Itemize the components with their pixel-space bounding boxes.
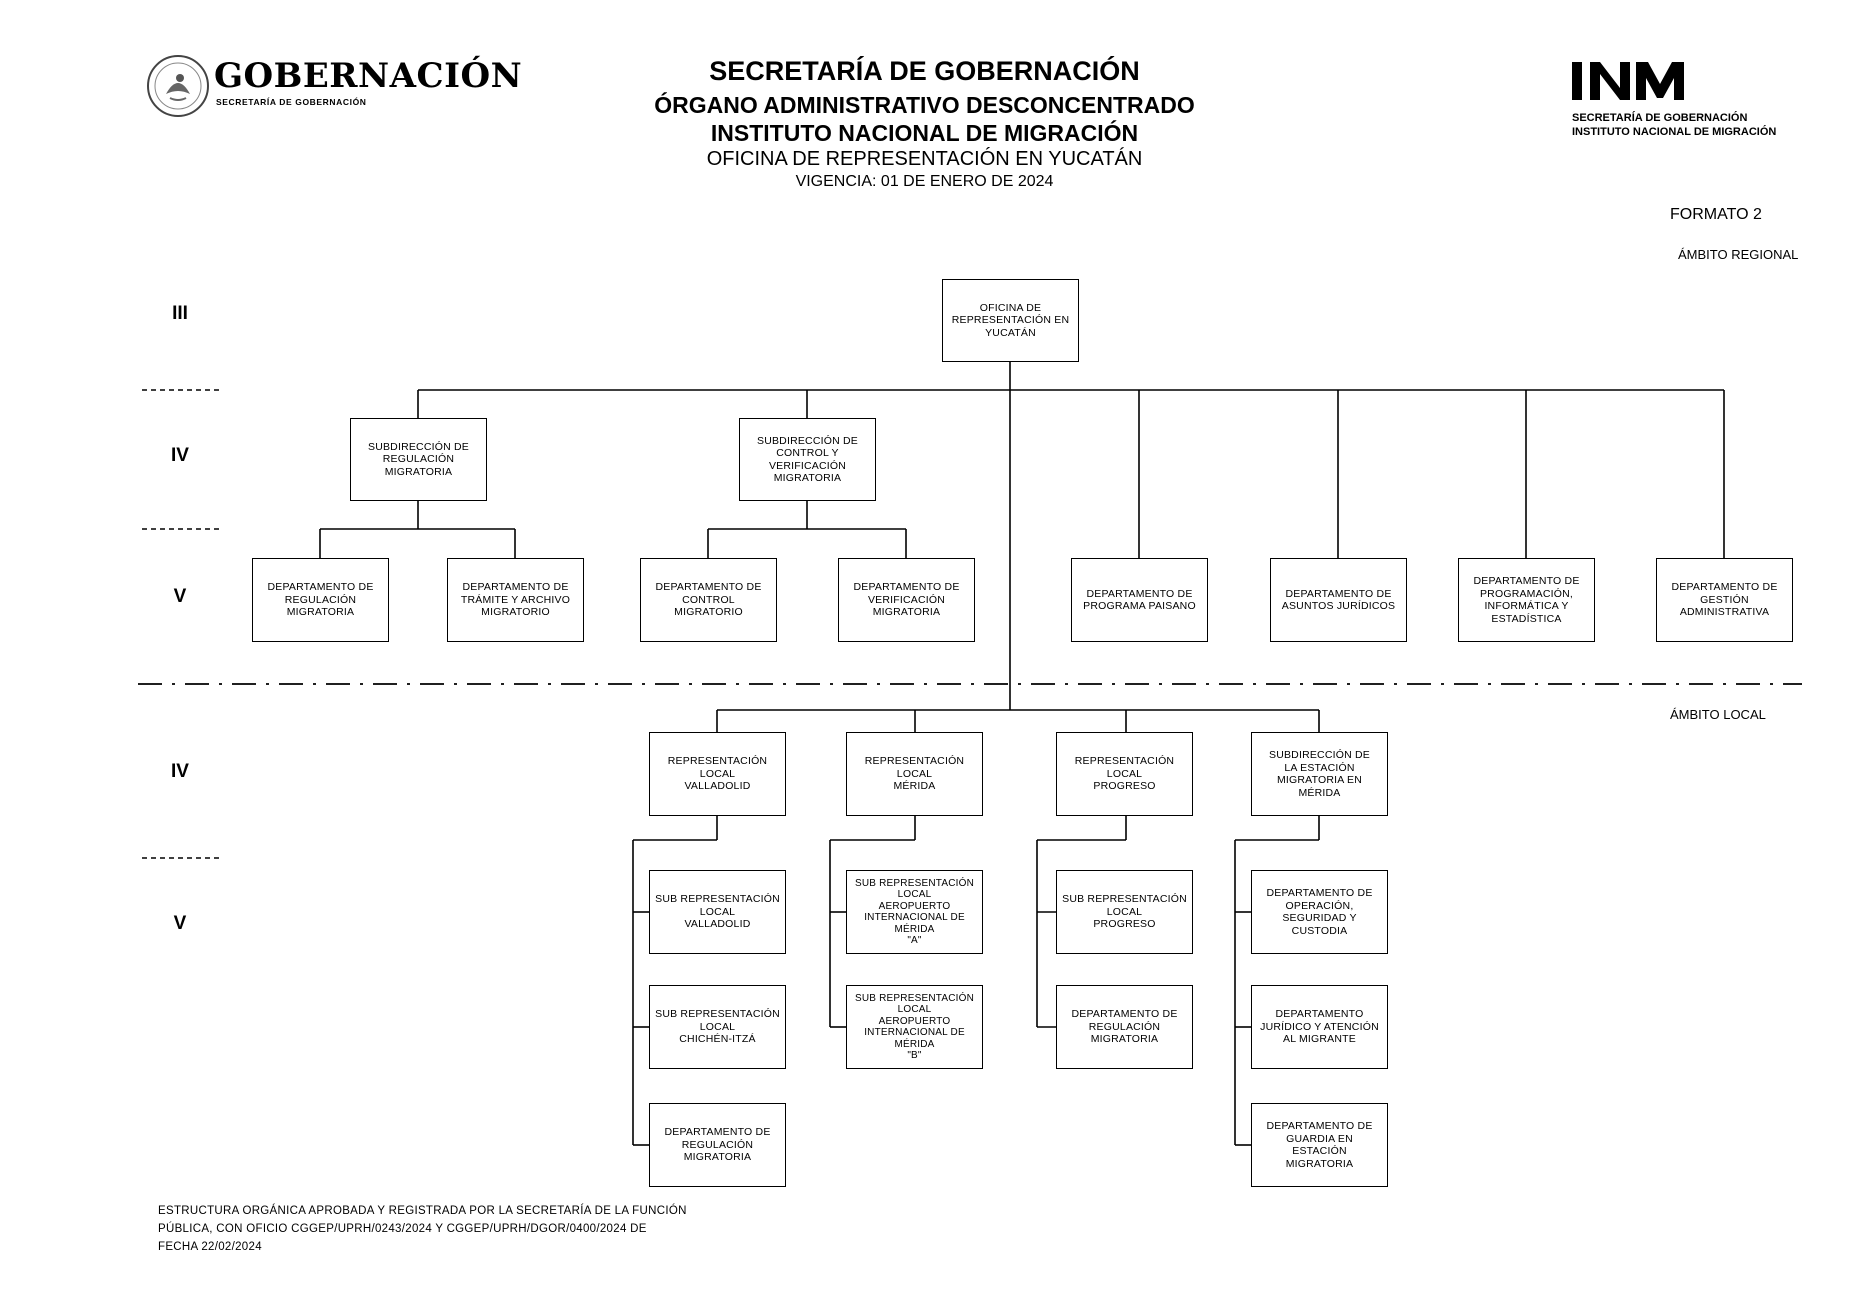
title-secretaria: SECRETARÍA DE GOBERNACIÓN (709, 56, 1140, 86)
box-subrep-progreso: SUB REPRESENTACIÓN LOCAL PROGRESO (1056, 870, 1193, 954)
box-depto-juridicos: DEPARTAMENTO DE ASUNTOS JURÍDICOS (1270, 558, 1407, 642)
box-depto-verificacion: DEPARTAMENTO DE VERIFICACIÓN MIGRATORIA (838, 558, 975, 642)
box-depto-guardia: DEPARTAMENTO DE GUARDIA EN ESTACIÓN MIGR… (1251, 1103, 1388, 1187)
title-instituto: INSTITUTO NACIONAL DE MIGRACIÓN (710, 120, 1139, 146)
gobernacion-logo: GOBERNACIÓN SECRETARÍA DE GOBERNACIÓN (146, 52, 522, 122)
box-depto-gestion: DEPARTAMENTO DE GESTIÓN ADMINISTRATIVA (1656, 558, 1793, 642)
box-subrep-chichen-itza: SUB REPRESENTACIÓN LOCAL CHICHÉN-ITZÁ (649, 985, 786, 1069)
box-depto-control: DEPARTAMENTO DE CONTROL MIGRATORIO (640, 558, 777, 642)
coat-of-arms-icon (147, 55, 209, 117)
inm-logo: SECRETARÍA DE GOBERNACIÓN INSTITUTO NACI… (1572, 58, 1812, 142)
box-subrep-aeropuerto-a: SUB REPRESENTACIÓN LOCAL AEROPUERTO INTE… (846, 870, 983, 954)
box-subdireccion-control: SUBDIRECCIÓN DE CONTROL Y VERIFICACIÓN M… (739, 418, 876, 501)
box-subdireccion-regulacion: SUBDIRECCIÓN DE REGULACIÓN MIGRATORIA (350, 418, 487, 501)
level-label: V (173, 913, 187, 934)
inm-logo-line2: INSTITUTO NACIONAL DE MIGRACIÓN (1572, 126, 1777, 138)
box-depto-regulacion-valladolid: DEPARTAMENTO DE REGULACIÓN MIGRATORIA (649, 1103, 786, 1187)
box-depto-tramite: DEPARTAMENTO DE TRÁMITE Y ARCHIVO MIGRAT… (447, 558, 584, 642)
box-depto-regulacion: DEPARTAMENTO DE REGULACIÓN MIGRATORIA (252, 558, 389, 642)
title-vigencia: VIGENCIA: 01 DE ENERO DE 2024 (795, 173, 1054, 190)
box-subdireccion-estacion: SUBDIRECCIÓN DE LA ESTACIÓN MIGRATORIA E… (1251, 732, 1388, 816)
formato-label: FORMATO 2 (1670, 206, 1762, 223)
level-label: IV (171, 445, 189, 466)
ambito-local-label: ÁMBITO LOCAL (1670, 707, 1766, 722)
gobernacion-logo-subtitle: SECRETARÍA DE GOBERNACIÓN (216, 97, 367, 107)
box-depto-programacion: DEPARTAMENTO DE PROGRAMACIÓN, INFORMÁTIC… (1458, 558, 1595, 642)
level-label: IV (171, 761, 189, 782)
footer-line-3: FECHA 22/02/2024 (158, 1241, 262, 1253)
title-organo: ÓRGANO ADMINISTRATIVO DESCONCENTRADO (654, 92, 1195, 118)
box-subrep-aeropuerto-b: SUB REPRESENTACIÓN LOCAL AEROPUERTO INTE… (846, 985, 983, 1069)
footer-line-2: PÚBLICA, CON OFICIO CGGEP/UPRH/0243/2024… (158, 1223, 647, 1235)
box-depto-paisano: DEPARTAMENTO DE PROGRAMA PAISANO (1071, 558, 1208, 642)
ambito-regional-label: ÁMBITO REGIONAL (1678, 247, 1799, 262)
title-oficina: OFICINA DE REPRESENTACIÓN EN YUCATÁN (706, 148, 1143, 170)
footer-line-1: ESTRUCTURA ORGÁNICA APROBADA Y REGISTRAD… (158, 1205, 687, 1217)
box-rep-valladolid: REPRESENTACIÓN LOCAL VALLADOLID (649, 732, 786, 816)
box-depto-regulacion-progreso: DEPARTAMENTO DE REGULACIÓN MIGRATORIA (1056, 985, 1193, 1069)
box-depto-juridico-migrante: DEPARTAMENTO JURÍDICO Y ATENCIÓN AL MIGR… (1251, 985, 1388, 1069)
box-subrep-valladolid: SUB REPRESENTACIÓN LOCAL VALLADOLID (649, 870, 786, 954)
inm-mark-icon (1572, 62, 1684, 100)
level-label: III (172, 303, 188, 324)
box-depto-operacion: DEPARTAMENTO DE OPERACIÓN, SEGURIDAD Y C… (1251, 870, 1388, 954)
box-rep-merida: REPRESENTACIÓN LOCAL MÉRIDA (846, 732, 983, 816)
gobernacion-logo-title: GOBERNACIÓN (214, 56, 523, 96)
inm-logo-line1: SECRETARÍA DE GOBERNACIÓN (1572, 112, 1748, 124)
box-oficina-representacion: OFICINA DE REPRESENTACIÓN EN YUCATÁN (942, 279, 1079, 362)
level-label: V (173, 586, 187, 607)
footer-note: ESTRUCTURA ORGÁNICA APROBADA Y REGISTRAD… (158, 1202, 703, 1256)
box-rep-progreso: REPRESENTACIÓN LOCAL PROGRESO (1056, 732, 1193, 816)
